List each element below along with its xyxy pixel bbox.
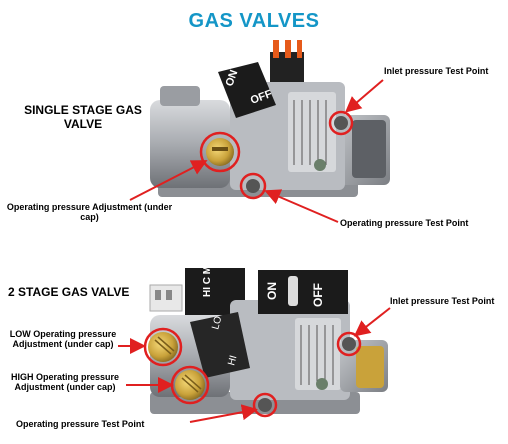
two-stage-heading: 2 STAGE GAS VALVE bbox=[8, 285, 130, 299]
single-stage-valve-image: ON OFF bbox=[150, 40, 390, 200]
valve2-knob-lo: LO bbox=[210, 315, 224, 331]
single-stage-heading: SINGLE STAGE GAS VALVE bbox=[24, 103, 142, 131]
dial-on-text: ON bbox=[224, 68, 241, 88]
single-op-test-point bbox=[246, 179, 260, 193]
single-inlet-test-point bbox=[334, 116, 348, 130]
valve2-inlet-test-point bbox=[342, 337, 356, 351]
valve2-inlet-label: Inlet pressure Test Point bbox=[390, 296, 495, 306]
single-op-marker bbox=[239, 172, 267, 200]
valve2-knob-hi: HI bbox=[226, 354, 239, 367]
valve2-onoff-switch bbox=[258, 270, 348, 314]
valve2-low-label: LOW Operating pressure Adjustment (under… bbox=[9, 329, 117, 350]
valve-label-plate bbox=[288, 92, 336, 172]
two-stage-valve-image: HI C M ON OFF LO HI bbox=[143, 266, 388, 418]
valve2-knob bbox=[190, 312, 250, 378]
single-op-arrow bbox=[264, 189, 339, 223]
valve2-op-test-point bbox=[258, 398, 272, 412]
valve2-high-label: HIGH Operating pressure Adjustment (unde… bbox=[10, 372, 120, 393]
single-inlet-marker bbox=[328, 110, 354, 136]
valve2-op-label: Operating pressure Test Point bbox=[16, 419, 145, 429]
valve2-inlet-marker bbox=[336, 331, 362, 357]
valve2-inlet-arrow bbox=[353, 307, 391, 337]
single-adjustment-marker bbox=[199, 131, 241, 173]
gas-control-dial: ON OFF bbox=[218, 62, 276, 118]
single-adjustment-label: Operating pressure Adjustment (under cap… bbox=[6, 202, 173, 223]
valve2-label-plate bbox=[295, 318, 341, 390]
valve2-on-text: ON bbox=[265, 282, 279, 300]
valve2-off-text: OFF bbox=[311, 283, 325, 307]
page-title: GAS VALVES bbox=[188, 10, 320, 32]
single-inlet-label: Inlet pressure Test Point bbox=[384, 66, 489, 76]
valve2-op-arrow bbox=[189, 404, 258, 423]
single-inlet-arrow bbox=[344, 79, 384, 113]
valve-body-left bbox=[150, 100, 230, 188]
single-op-label: Operating pressure Test Point bbox=[340, 218, 469, 228]
single-adjustment-arrow bbox=[129, 160, 208, 201]
valve2-switch-label: HI C M bbox=[202, 266, 213, 297]
single-adjustment-cap bbox=[206, 138, 234, 166]
